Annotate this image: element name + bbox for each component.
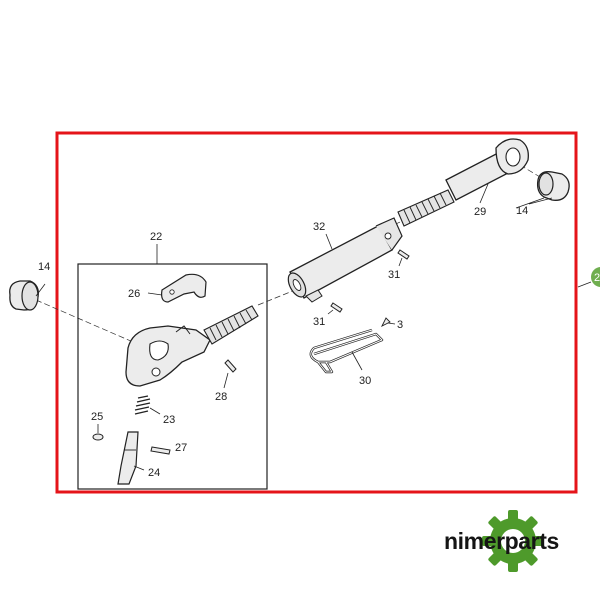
callout-24: 24 (148, 467, 160, 479)
part-32-tube (287, 217, 403, 303)
part-14-right-bushing (515, 171, 570, 209)
part-31-top-pin (397, 249, 410, 267)
part-28-pin (223, 359, 237, 389)
highlight-frame (55, 131, 578, 494)
part-14-left-bushing (9, 280, 46, 311)
centerline-left (35, 299, 141, 346)
callout-29: 29 (474, 206, 486, 218)
callout-22: 22 (150, 231, 162, 243)
part-25-ring (92, 424, 104, 441)
callout-30: 30 (359, 375, 371, 387)
edge-callout-leader (577, 281, 592, 288)
callout-25: 25 (91, 411, 103, 423)
callout-28: 28 (215, 391, 227, 403)
eye-rod-thread (397, 189, 455, 227)
part-24-plunger (117, 431, 145, 485)
callout-32: 32 (313, 221, 325, 233)
brand-name: nimerparts (444, 528, 559, 554)
callout-edge: 2 (594, 272, 600, 284)
edge-callout-circle (591, 267, 600, 287)
callout-14-right: 14 (516, 205, 528, 217)
hook-thread (203, 305, 259, 345)
part-23-spring (134, 395, 161, 415)
part-22-hook (125, 305, 259, 387)
part-31-bottom-pin (327, 302, 343, 315)
part-26-latch (147, 273, 207, 303)
part-27-rollpin (150, 446, 171, 455)
callout-31-top: 31 (388, 269, 400, 281)
callout-26: 26 (128, 288, 140, 300)
part-3-pin (380, 317, 396, 328)
gear-logo-icon (482, 510, 544, 572)
callout-3: 3 (397, 319, 403, 331)
callout-23: 23 (163, 414, 175, 426)
callout-14-left: 14 (38, 261, 50, 273)
hook-assembly-box (77, 263, 268, 490)
part-30-clip (309, 328, 384, 374)
callout-31-bottom: 31 (313, 316, 325, 328)
part-29-eye-rod (397, 138, 529, 227)
callout-27: 27 (175, 442, 187, 454)
